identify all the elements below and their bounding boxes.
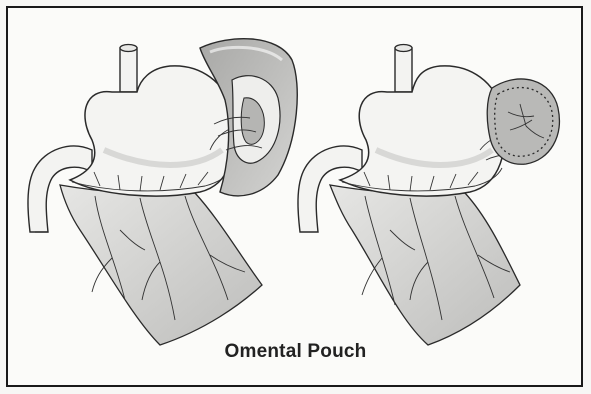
left-stomach <box>70 66 235 196</box>
right-stomach <box>340 66 505 196</box>
left-panel <box>28 39 297 345</box>
right-esophagus <box>395 48 412 92</box>
left-esophagus <box>120 48 137 92</box>
right-pouch <box>487 79 559 164</box>
right-panel <box>298 45 559 346</box>
figure-caption: Omental Pouch <box>0 341 591 363</box>
